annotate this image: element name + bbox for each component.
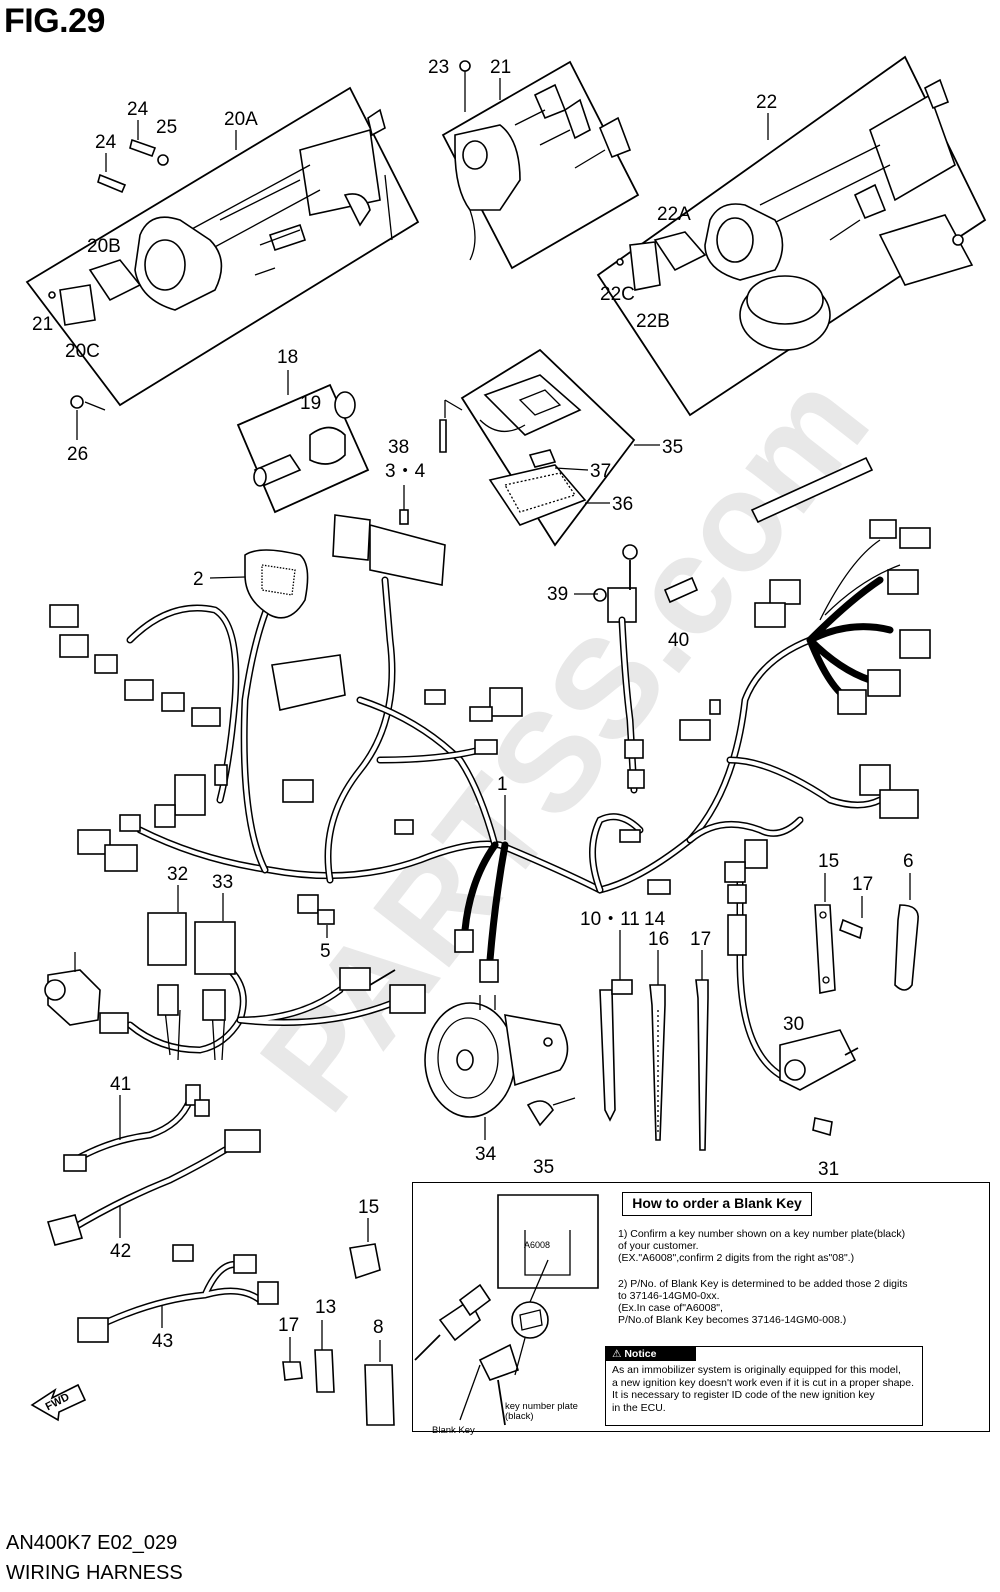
- blank-key-label: Blank Key: [432, 1425, 475, 1436]
- callout-12: 14: [644, 909, 666, 930]
- callout-34: 36: [612, 494, 633, 515]
- part-group-18: 18 19: [236, 347, 370, 514]
- callout-9: 15: [818, 851, 839, 872]
- callout-18: 18: [277, 347, 298, 368]
- callout-8: 13: [315, 1297, 336, 1318]
- callout-1: 1: [497, 774, 508, 795]
- callout-6: 6: [903, 851, 914, 872]
- callout-22: 22: [756, 92, 777, 113]
- callout-16: 17: [278, 1315, 299, 1336]
- parts-13-16-8-7: 15 17 13 8: [278, 1197, 395, 1426]
- blank-key-step-2: 2) P/No. of Blank Key is determined to b…: [618, 1278, 908, 1326]
- parts-39-40-41: 41 42 43: [46, 1074, 279, 1352]
- callout-20B: 20C: [65, 341, 100, 362]
- part-group-33: 35 37 36 38: [388, 348, 683, 547]
- callout-2: 2: [193, 569, 204, 590]
- figure-code: AN400K7 E02_029: [6, 1532, 178, 1554]
- callout-24a: 24: [127, 99, 149, 120]
- callout-32: 35: [533, 1157, 554, 1178]
- notice-label: ⚠ Notice: [606, 1347, 696, 1361]
- callout-21: 21: [490, 57, 511, 78]
- part-31-horn: 34 35: [424, 995, 576, 1178]
- figure-title: FIG.29: [4, 2, 105, 40]
- callout-20C: 21: [32, 314, 53, 335]
- key-plate-code: A6008: [524, 1240, 551, 1250]
- blank-key-illustration: [414, 1194, 599, 1426]
- callout-25: 25: [156, 117, 177, 138]
- parts-9-17-6: 15 17 6: [814, 851, 919, 994]
- callout-7: 8: [373, 1317, 384, 1338]
- callout-14: 16: [648, 929, 669, 950]
- callout-37: 39: [547, 584, 568, 605]
- part-group-22: 22 22A 22C 22B: [596, 55, 987, 417]
- parts-ties-10-15: 10・11 14 16 17: [580, 909, 711, 1151]
- callout-27: 30: [783, 1014, 804, 1035]
- callout-24b: 24: [95, 132, 117, 153]
- part-group-20: 20A 24 24 25 20B 21 20C 26: [25, 86, 420, 465]
- parts-27-28: 30 31: [779, 1014, 859, 1180]
- notice-text: As an immobilizer system is originally e…: [612, 1364, 915, 1414]
- callout-39: 41: [110, 1074, 131, 1095]
- key-number-plate-label: key number plate (black): [505, 1401, 578, 1422]
- part-43: [750, 456, 874, 524]
- blank-key-step-1: 1) Confirm a key number shown on a key n…: [618, 1228, 906, 1264]
- callout-22C: 22C: [600, 284, 635, 305]
- callout-26: 26: [67, 444, 88, 465]
- callout-3-4: 3・4: [385, 461, 426, 482]
- fwd-arrow: FWD: [30, 1383, 87, 1422]
- callout-13: 15: [358, 1197, 379, 1218]
- callout-15: 17: [690, 929, 711, 950]
- callout-41: 43: [152, 1331, 173, 1352]
- notice-label-text: Notice: [624, 1348, 657, 1360]
- callout-38: 40: [668, 630, 689, 651]
- blank-key-info-box: [412, 1182, 990, 1432]
- callout-10-11: 10・11: [580, 909, 640, 930]
- callout-40: 42: [110, 1241, 131, 1262]
- part-1-main-harness: 1 2 3・4 5 39 40 32 33: [44, 461, 931, 1084]
- callout-22B: 22B: [636, 311, 670, 332]
- callout-36: 38: [388, 437, 409, 458]
- callout-23: 23: [428, 57, 449, 78]
- part-group-21: 23 21: [428, 57, 640, 270]
- callout-33: 35: [662, 437, 683, 458]
- figure-name: WIRING HARNESS: [6, 1562, 183, 1584]
- callout-20A: 20B: [87, 236, 121, 257]
- blank-key-title: How to order a Blank Key: [622, 1192, 812, 1216]
- callout-29: 32: [167, 864, 188, 885]
- callout-31: 34: [475, 1144, 497, 1165]
- callout-20: 20A: [224, 109, 258, 130]
- warning-icon: ⚠: [612, 1348, 625, 1360]
- callout-22A: 22A: [657, 204, 691, 225]
- callout-19: 19: [300, 393, 321, 414]
- callout-5: 5: [320, 941, 331, 962]
- callout-17: 17: [852, 874, 873, 895]
- callout-28: 31: [818, 1159, 839, 1180]
- callout-35: 37: [590, 461, 611, 482]
- notice-box: [605, 1346, 923, 1426]
- callout-30: 33: [212, 872, 233, 893]
